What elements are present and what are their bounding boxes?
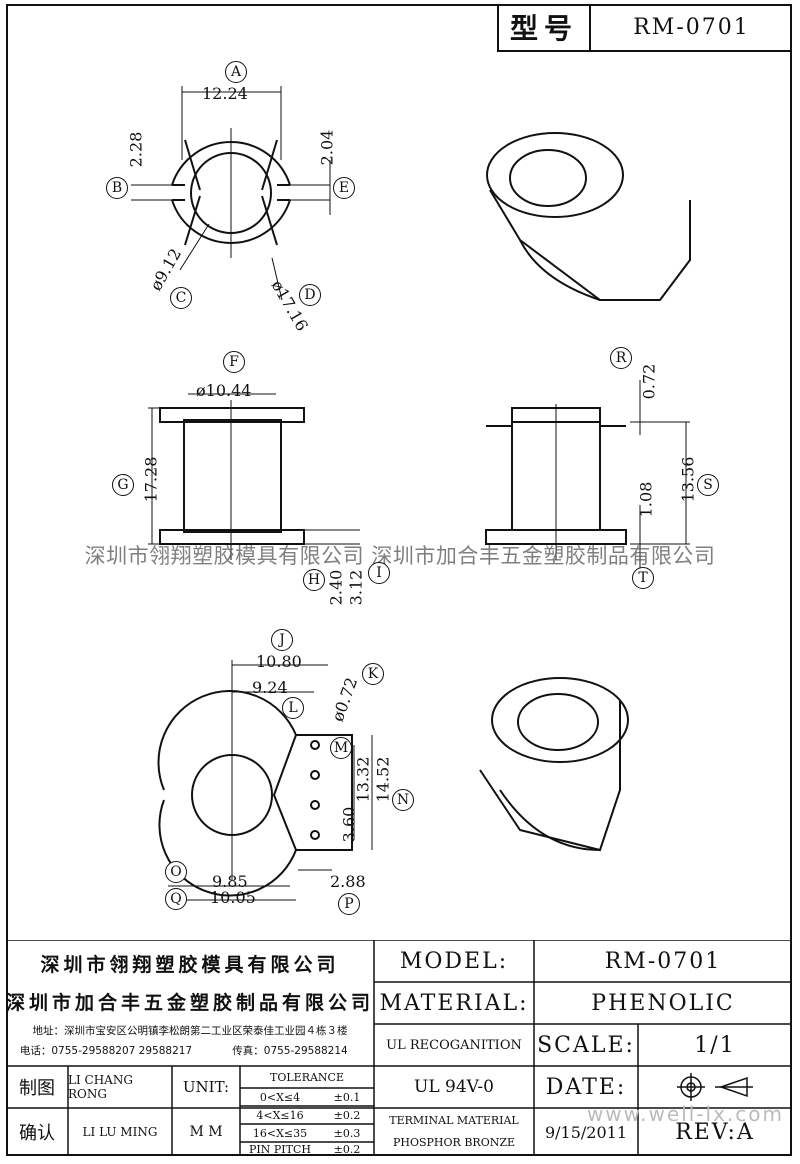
reference-letter-i: I [368,562,390,584]
tolerance-range: 0<X≤4 [259,1090,301,1104]
reference-letter-l: L [282,697,304,719]
dim-E: 2.04 [317,129,337,166]
dim-M: 3.60 [339,806,359,843]
dim-B: 2.28 [126,131,146,168]
reference-letter-t: T [632,567,654,589]
unit-value: M M [189,1124,223,1140]
dim-I: 3.12 [346,569,366,606]
bottom-view [157,660,373,901]
model-header-label: 型号 [499,4,591,50]
reference-letter-g: G [112,474,134,496]
ul-value: UL 94V-0 [414,1077,494,1097]
drawn-by-name: LI CHANG RONG [68,1073,133,1101]
company-phone: 电话：0755-29588207 29588217 [19,1044,193,1057]
model-header-value: RM-0701 [633,14,750,40]
title-block: 深圳市翎翔塑胶模具有限公司 深圳市加合丰五金塑胶制品有限公司 地址：深圳市宝安区… [6,940,792,1156]
website-watermark: www.well-lx.com [586,1102,784,1126]
scale-value: 1/1 [694,1032,736,1058]
dim-G: 17.28 [141,456,161,503]
isometric-view-top [486,132,691,301]
projection-symbol-icon [638,1066,792,1108]
dim-L: 9.24 [252,678,288,697]
reference-letter-p: P [338,893,360,915]
technical-drawing [131,86,691,901]
model-label: MODEL: [399,948,509,974]
reference-letter-e: E [333,177,355,199]
dim-O: 9.85 [212,872,248,891]
date-label: DATE: [545,1074,627,1100]
ul-label: UL RECOGANITION [386,1037,522,1053]
model-header: 型号 RM-0701 [497,4,792,52]
date-value: 9/15/2011 [544,1122,628,1142]
reference-letter-c: C [170,287,192,309]
dim-Q: 10.05 [210,888,256,907]
dim-T: 1.08 [636,481,656,518]
reference-letter-s: S [697,474,719,496]
tolerance-value: ±0.2 [333,1142,361,1156]
dim-F: ø10.44 [196,381,252,400]
dim-J: 10.80 [256,652,302,671]
reference-letter-r: R [610,347,632,369]
drawing-frame [6,4,792,1156]
tolerance-range: 16<X≤35 [252,1126,308,1140]
tolerance-value: ±0.3 [333,1126,361,1140]
company-name-2: 深圳市加合丰五金塑胶制品有限公司 [6,991,375,1014]
reference-letter-h: H [303,569,325,591]
dim-H: 2.40 [326,569,346,606]
tolerance-range: 4<X≤16 [256,1108,304,1122]
dim-S: 13.56 [678,456,698,503]
checked-by-label: 确认 [19,1123,55,1144]
tolerance-value: ±0.2 [333,1108,361,1122]
tolerance-value: ±0.1 [333,1090,361,1104]
revision: REV:A [675,1119,755,1145]
top-view [131,86,331,301]
reference-letter-k: K [362,663,384,685]
dim-R: 0.72 [639,363,659,400]
terminal-material-value: PHOSPHOR BRONZE [392,1135,516,1149]
side-view [485,380,690,570]
reference-letter-m: M [330,737,352,759]
dim-N2: 14.52 [373,756,393,803]
reference-letter-a: A [225,61,247,83]
scale-label: SCALE: [537,1032,635,1058]
unit-label: UNIT: [182,1078,230,1096]
reference-letter-o: O [165,861,187,883]
isometric-view-bottom [479,677,629,852]
dim-P: 2.88 [330,872,366,891]
company-name-1: 深圳市翎翔塑胶模具有限公司 [40,953,340,976]
material-value: PHENOLIC [591,990,735,1016]
terminal-material-label: TERMINAL MATERIAL [389,1113,519,1127]
watermark: 深圳市翎翔塑胶模具有限公司 深圳市加合丰五金塑胶制品有限公司 [84,544,716,568]
dim-A: 12.24 [202,84,248,103]
reference-letter-n: N [392,789,414,811]
drawn-by-label: 制图 [19,1078,55,1099]
checked-by-name: LI LU MING [82,1125,158,1139]
tolerance-range: PIN PITCH [249,1142,311,1156]
reference-letter-b: B [106,177,128,199]
front-view [148,393,360,560]
company-fax: 传真：0755-29588214 [232,1044,348,1057]
material-label: MATERIAL: [379,990,529,1016]
reference-letter-d: D [299,284,321,306]
dim-N: 13.32 [353,756,373,803]
reference-letter-f: F [223,351,245,373]
model-value: RM-0701 [604,948,722,974]
reference-letter-q: Q [165,888,187,910]
reference-letter-j: J [271,629,293,651]
company-address: 地址：深圳市宝安区公明镇李松朗第二工业区荣泰佳工业园４栋３楼 [32,1024,348,1037]
tolerance-title: TOLERANCE [270,1070,344,1084]
